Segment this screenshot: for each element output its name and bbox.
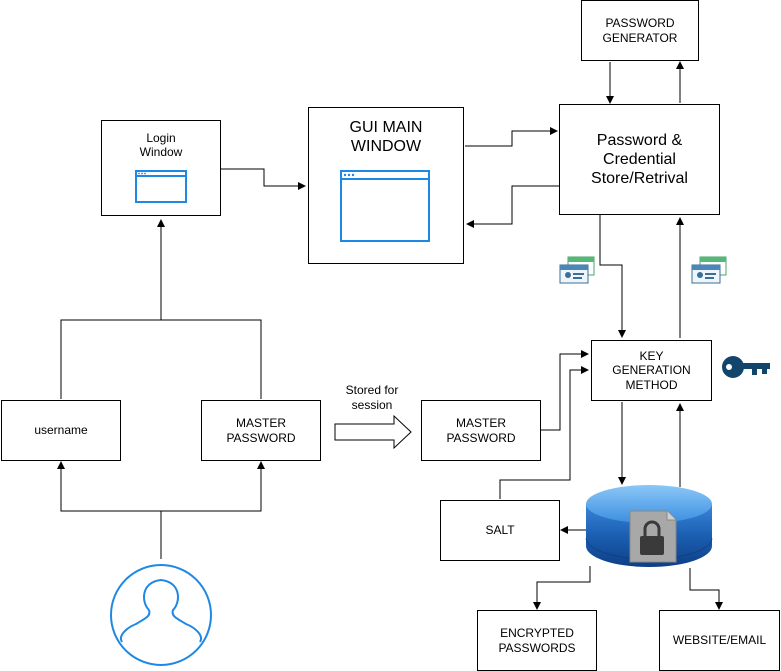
- password-generator-box: PASSWORD GENERATOR: [581, 0, 699, 61]
- encrypted-passwords-label: ENCRYPTED PASSWORDS: [498, 626, 576, 655]
- db-to-website-arrow: [689, 568, 723, 610]
- salt-to-keygen-arrow: [499, 366, 589, 499]
- user-to-username-arrow: [57, 461, 162, 559]
- browser-window-icon: [135, 170, 187, 203]
- key-generation-box: KEY GENERATION METHOD: [591, 340, 712, 401]
- stored-for-session-arrow: [334, 414, 412, 450]
- username-label: username: [34, 423, 88, 438]
- user-avatar-icon: [110, 564, 212, 666]
- master-password-label: MASTER PASSWORD: [226, 416, 296, 445]
- browser-window-icon: [340, 170, 430, 242]
- id-card-icon: [691, 256, 727, 284]
- credential-tree-line: [60, 319, 262, 399]
- master-password-box: MASTER PASSWORD: [201, 400, 321, 461]
- key-generation-label: KEY GENERATION METHOD: [612, 348, 691, 392]
- id-card-icon: [559, 256, 595, 284]
- key-icon: [722, 356, 770, 378]
- website-email-label: WEBSITE/EMAIL: [672, 633, 767, 648]
- salt-label: SALT: [485, 523, 515, 538]
- encrypted-passwords-box: ENCRYPTED PASSWORDS: [477, 610, 597, 671]
- store-to-gui-arrow: [466, 185, 559, 228]
- connectors: [57, 61, 723, 610]
- credential-store-label: Password & Credential Store/Retrival: [591, 131, 688, 188]
- gui-main-window-label: GUI MAIN WINDOW: [349, 119, 423, 156]
- store-to-keygen-arrow: [599, 215, 626, 338]
- login-to-gui-arrow: [221, 168, 306, 190]
- gui-to-store-arrow: [465, 127, 558, 147]
- login-window-label: Login Window: [139, 131, 183, 160]
- website-email-box: WEBSITE/EMAIL: [659, 610, 780, 671]
- user-to-master-arrow: [161, 461, 265, 512]
- password-generator-label: PASSWORD GENERATOR: [602, 16, 678, 45]
- username-box: username: [1, 400, 121, 461]
- session-master-password-label: MASTER PASSWORD: [446, 416, 516, 445]
- credential-store-box: Password & Credential Store/Retrival: [559, 104, 720, 215]
- stored-for-session-label: Stored for session: [345, 383, 399, 412]
- master-to-keygen-arrow: [541, 350, 589, 431]
- session-master-password-box: MASTER PASSWORD: [421, 400, 541, 461]
- salt-box: SALT: [440, 500, 560, 561]
- locked-database-icon: [585, 485, 713, 567]
- db-to-encrypted-arrow: [533, 566, 591, 610]
